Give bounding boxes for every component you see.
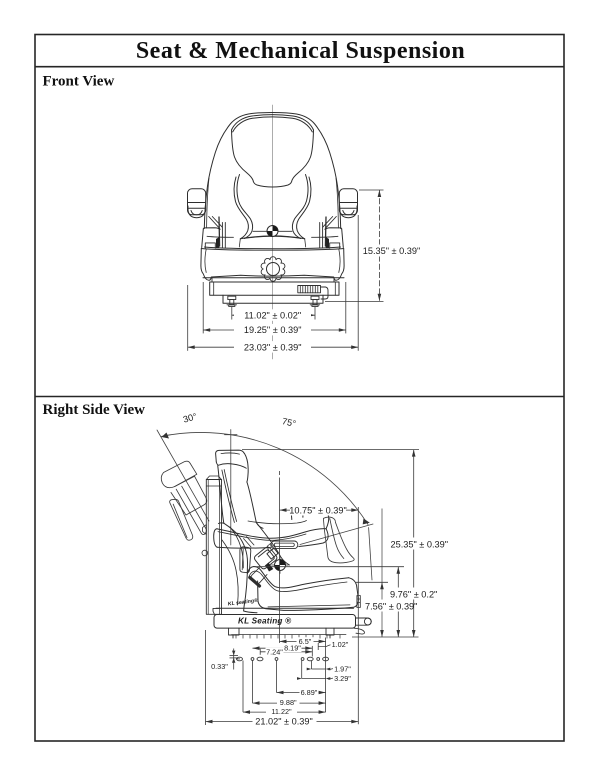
svg-text:11.22": 11.22" bbox=[271, 707, 292, 716]
svg-text:1.97": 1.97" bbox=[334, 665, 351, 674]
svg-text:KL seating®: KL seating® bbox=[227, 597, 258, 608]
svg-text:75°: 75° bbox=[281, 416, 297, 429]
svg-text:Right Side View: Right Side View bbox=[43, 402, 146, 418]
svg-text:21.02" ± 0.39": 21.02" ± 0.39" bbox=[255, 717, 313, 727]
svg-text:0.33": 0.33" bbox=[211, 662, 228, 671]
svg-text:8.19": 8.19" bbox=[284, 643, 301, 652]
svg-text:9.88": 9.88" bbox=[280, 698, 297, 707]
svg-text:10.75" ± 0.39": 10.75" ± 0.39" bbox=[289, 505, 347, 515]
svg-text:11.02" ± 0.02": 11.02" ± 0.02" bbox=[244, 311, 301, 321]
svg-text:7.24": 7.24" bbox=[266, 647, 283, 656]
svg-text:23.03" ± 0.39": 23.03" ± 0.39" bbox=[244, 342, 302, 352]
svg-text:1.02": 1.02" bbox=[332, 640, 349, 649]
svg-text:Seat & Mechanical Suspension: Seat & Mechanical Suspension bbox=[136, 38, 465, 64]
svg-text:19.25" ± 0.39": 19.25" ± 0.39" bbox=[244, 325, 302, 335]
svg-text:7.56" ± 0.39": 7.56" ± 0.39" bbox=[365, 601, 417, 611]
svg-text:30°: 30° bbox=[182, 411, 198, 425]
svg-text:25.35" ± 0.39": 25.35" ± 0.39" bbox=[391, 539, 449, 549]
svg-text:3.29": 3.29" bbox=[334, 674, 351, 683]
svg-text:15.35" ± 0.39": 15.35" ± 0.39" bbox=[363, 246, 421, 256]
svg-text:6.5": 6.5" bbox=[299, 637, 312, 646]
svg-text:9.76" ± 0.2": 9.76" ± 0.2" bbox=[390, 589, 437, 599]
svg-text:Front View: Front View bbox=[43, 73, 115, 89]
svg-text:6.89": 6.89" bbox=[301, 688, 318, 697]
svg-text:KL Seating ®: KL Seating ® bbox=[238, 617, 292, 626]
